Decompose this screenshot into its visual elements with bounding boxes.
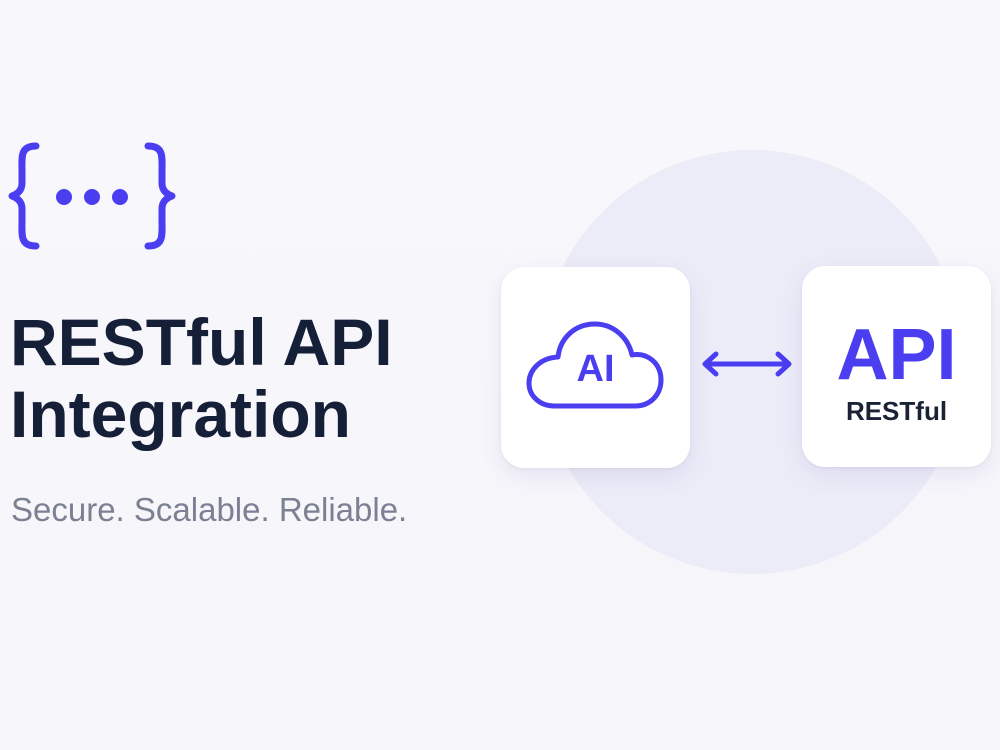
api-title: API [836, 315, 957, 395]
cloud-icon [526, 321, 664, 409]
double-arrow-icon [702, 351, 792, 377]
api-card: API RESTful [802, 266, 991, 467]
page-title: RESTful API Integration [10, 306, 393, 450]
title-line-1: RESTful API [10, 305, 393, 379]
ai-label: AI [576, 348, 615, 390]
ai-card: AI [501, 267, 690, 468]
api-subtitle: RESTful [845, 396, 948, 426]
title-line-2: Integration [10, 377, 351, 451]
tagline: Secure. Scalable. Reliable. [11, 491, 408, 528]
curly-braces-ellipsis-icon [8, 142, 176, 250]
